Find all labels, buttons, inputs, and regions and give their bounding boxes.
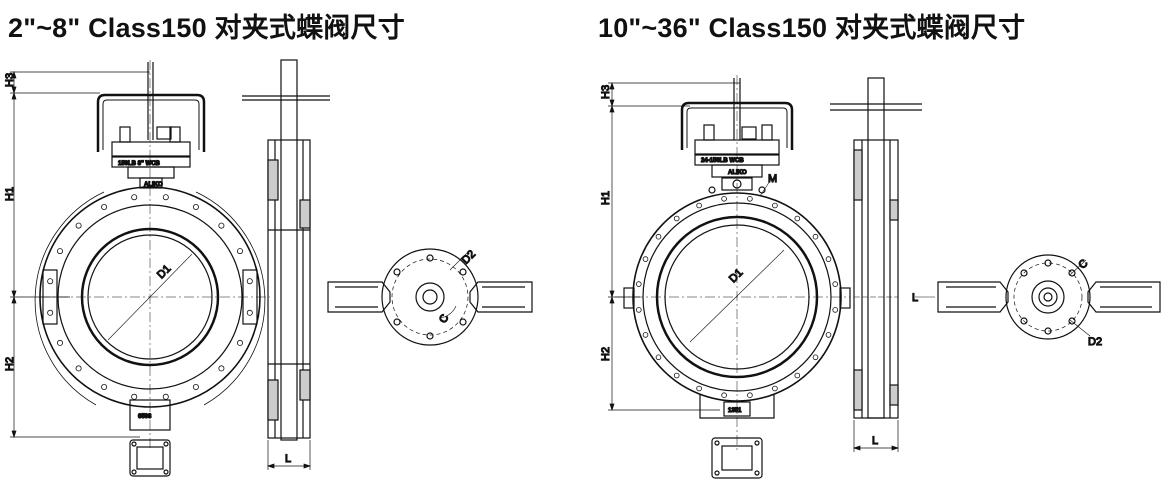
bolt-hole <box>236 248 243 255</box>
right-top-l-label: L <box>912 292 918 304</box>
bolt-hole <box>747 392 753 399</box>
right-h2-label: H2 <box>600 347 612 361</box>
left-bottom-square <box>129 439 171 477</box>
bolt-hole <box>673 215 680 222</box>
bolt-hole <box>57 248 64 255</box>
left-h2-label: H2 <box>4 357 16 371</box>
left-drawing: H3 H1 H2 150LB 8" WCB ALIKO <box>3 59 533 477</box>
title-left: 2"~8" Class150 对夹式蝶阀尺寸 <box>8 13 405 43</box>
bolt-hole <box>832 281 838 287</box>
left-valve-body <box>34 186 266 431</box>
bolt-hole <box>721 196 727 202</box>
left-l-label: L <box>285 453 291 465</box>
bolt-hole <box>218 365 225 372</box>
bolt-hole <box>162 194 169 201</box>
right-centerlines <box>615 75 850 450</box>
left-plate-text: 150LB 8" WCB <box>118 161 161 167</box>
left-body-mark: 6508 <box>138 414 152 420</box>
bolt-hole <box>57 339 64 346</box>
bolt-hole <box>812 354 819 361</box>
bolt-hole <box>794 215 801 222</box>
bolt-hole <box>673 372 680 379</box>
right-bolt-holes <box>635 196 838 399</box>
bolt-hole <box>47 278 54 285</box>
bolt-hole <box>635 307 642 313</box>
bolt-hole <box>772 385 778 392</box>
left-top-view <box>327 248 533 346</box>
left-actuator <box>96 62 206 189</box>
bolt-hole <box>192 203 199 210</box>
bolt-hole <box>635 281 642 287</box>
right-dimension-lines <box>608 81 740 412</box>
bolt-hole <box>696 385 702 392</box>
bolt-hole <box>642 256 649 262</box>
bolt-hole <box>162 393 169 400</box>
right-actuator <box>680 78 794 194</box>
bolt-hole <box>192 383 199 390</box>
left-logo-text: ALIKO <box>144 182 163 188</box>
right-valve-body <box>623 192 851 419</box>
bolt-hole <box>721 392 727 399</box>
bolt-hole <box>236 339 243 346</box>
right-l-dimension <box>852 420 900 452</box>
right-top-view <box>937 254 1161 340</box>
right-c-label: C <box>1076 257 1090 271</box>
bolt-hole <box>696 202 702 209</box>
left-dimension-lines <box>10 70 150 439</box>
right-h1-label: H1 <box>600 191 612 205</box>
bolt-hole <box>832 307 838 313</box>
left-centerlines <box>40 60 270 450</box>
bolt-hole <box>655 354 662 361</box>
left-h1-label: H1 <box>4 187 16 201</box>
bolt-hole <box>246 309 253 316</box>
left-side-view <box>242 59 330 441</box>
right-bottom-square <box>711 437 763 479</box>
bolt-hole <box>101 203 108 210</box>
bolt-hole <box>825 256 832 262</box>
bolt-hole <box>131 194 138 201</box>
title-right: 10"~36" Class150 对夹式蝶阀尺寸 <box>598 13 1026 43</box>
right-d2-label: D2 <box>1088 336 1102 348</box>
left-d1-label: D1 <box>155 263 173 281</box>
bolt-hole <box>75 365 82 372</box>
right-m-label: M <box>768 173 777 185</box>
bolt-hole <box>642 332 649 338</box>
right-logo-text: ALIKO <box>728 170 747 176</box>
right-l-label: L <box>872 435 878 447</box>
right-h3-label: H3 <box>600 85 612 99</box>
bolt-hole <box>812 233 819 240</box>
left-d2-label: D2 <box>460 248 478 266</box>
bolt-hole <box>131 393 138 400</box>
right-body-mark: 1351 <box>728 408 742 414</box>
bolt-hole <box>101 383 108 390</box>
bolt-hole <box>747 196 753 202</box>
right-side-view <box>830 77 922 419</box>
bolt-hole <box>772 202 778 209</box>
right-drawing: H3 H1 H2 24-150LB WCB ALIKO <box>599 75 1161 479</box>
left-d1-line <box>107 253 193 341</box>
right-d1-line <box>689 249 785 343</box>
bolt-hole <box>47 309 54 316</box>
right-d1-label: D1 <box>727 267 745 285</box>
bolt-hole <box>825 332 832 338</box>
left-bolt-holes <box>47 194 253 400</box>
bolt-hole <box>655 233 662 240</box>
left-h3-label: H3 <box>4 73 16 87</box>
bolt-hole <box>218 222 225 229</box>
bolt-hole <box>75 222 82 229</box>
bolt-hole <box>246 278 253 285</box>
bolt-hole <box>794 372 801 379</box>
right-plate-text: 24-150LB WCB <box>701 158 744 164</box>
left-l-dimension <box>266 440 312 470</box>
